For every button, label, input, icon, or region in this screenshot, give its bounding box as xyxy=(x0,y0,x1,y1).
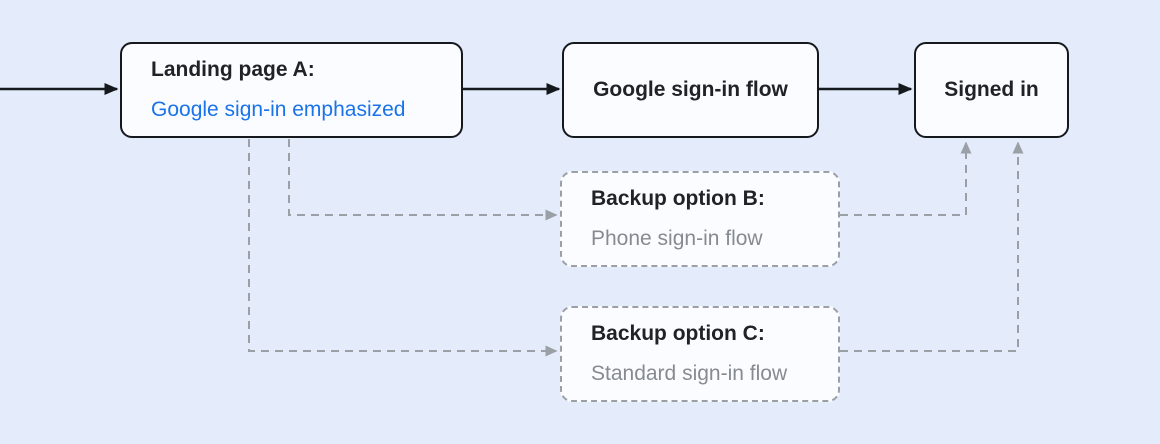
node-signed-in: Signed in xyxy=(914,42,1069,138)
node-landing-page-a: Landing page A: Google sign-in emphasize… xyxy=(120,42,463,138)
connector-backup-c-to-signed-in xyxy=(840,141,1024,352)
node-label: Signed in xyxy=(944,78,1039,101)
node-title: Landing page A: xyxy=(151,58,315,81)
node-title: Backup option B: xyxy=(591,187,765,210)
node-backup-option-b: Backup option B: Phone sign-in flow xyxy=(560,171,840,267)
connector-landing-to-backup-b xyxy=(288,139,558,221)
node-subtitle: Standard sign-in flow xyxy=(591,362,788,385)
node-title: Backup option C: xyxy=(591,322,765,345)
connector-backup-b-to-signed-in xyxy=(840,141,972,216)
node-subtitle: Google sign-in emphasized xyxy=(151,98,406,121)
node-subtitle: Phone sign-in flow xyxy=(591,227,763,250)
node-backup-option-c: Backup option C: Standard sign-in flow xyxy=(560,306,840,402)
connector-landing-to-backup-c xyxy=(248,139,558,357)
node-google-sign-in-flow: Google sign-in flow xyxy=(562,42,819,138)
node-label: Google sign-in flow xyxy=(593,78,788,101)
